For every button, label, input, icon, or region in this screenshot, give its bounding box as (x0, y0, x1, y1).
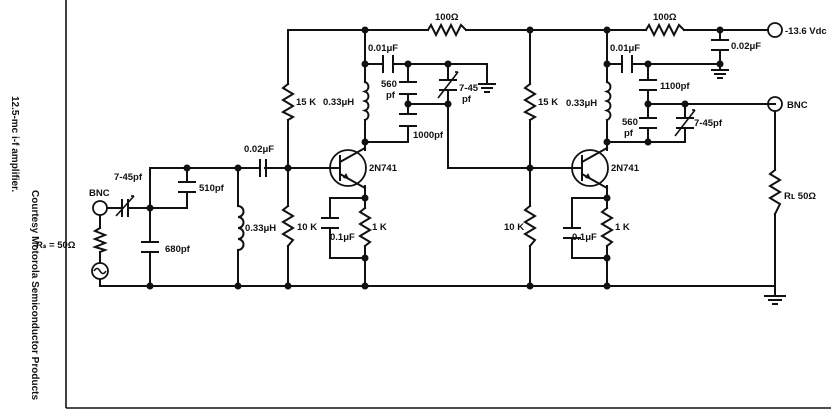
resistor-1k-1-icon (358, 206, 372, 248)
resistor-10k-2-icon (523, 204, 537, 248)
capacitor-560pf-1-icon (399, 81, 417, 95)
wiring (99, 29, 776, 297)
signal-source-icon (91, 262, 109, 280)
load-resistor-icon (768, 168, 782, 216)
ground-2-icon (711, 69, 729, 79)
figure-caption: 12.5-mc i-f amplifier. (9, 96, 20, 192)
label-input-inductor: 0.33μH (245, 223, 276, 234)
capacitor-680pf-icon (141, 241, 159, 253)
label-15k-2: 15 K (538, 97, 558, 108)
label-1100pf: 1100pf (660, 81, 690, 92)
input-trimmer-capacitor-icon (115, 195, 135, 217)
label-10k-2: 10 K (504, 222, 524, 233)
label-bnc-out: BNC (787, 100, 808, 111)
bnc-input-connector (92, 200, 108, 216)
label-supply-cap: 0.02μF (731, 41, 761, 52)
transistor-q1-icon (329, 146, 367, 190)
bnc-output-connector (767, 96, 783, 112)
input-inductor-icon (236, 204, 245, 252)
bypass-capacitor-1-icon (382, 55, 394, 73)
label-560-2a: 560 (622, 117, 638, 128)
label-1k-2: 1 K (615, 222, 630, 233)
label-coupling-cap: 0.02μF (244, 144, 274, 155)
transistor-q2-icon (571, 146, 609, 190)
emitter-capacitor-2-icon (563, 227, 581, 239)
label-collector-inductor-1: 0.33μH (323, 97, 354, 108)
rs-resistor-icon (91, 226, 109, 254)
label-rs: Rₛ = 50Ω (36, 240, 76, 251)
label-100-ohm-2: 100Ω (653, 12, 677, 23)
label-trimmer-1a: 7-45 (459, 83, 479, 94)
junction-dots (146, 26, 724, 290)
label-15k-1: 15 K (296, 97, 316, 108)
label-collector-inductor-2: 0.33μH (566, 98, 597, 109)
label-560-2b: pf (624, 128, 634, 139)
label-bypass-cap-2: 0.01μF (610, 43, 640, 54)
collector-inductor-1-icon (361, 80, 370, 122)
label-680pf: 680pf (165, 244, 191, 255)
label-trimmer-1b: pf (462, 94, 472, 105)
label-trimmer-2: 7-45pf (694, 118, 723, 129)
supply-terminal (767, 22, 783, 38)
capacitor-1100pf-icon (639, 79, 657, 91)
label-1k-1: 1 K (372, 222, 387, 233)
capacitor-1000pf-icon (399, 113, 417, 127)
label-q2: 2N741 (611, 163, 640, 174)
resistor-15k-2-icon (522, 82, 538, 122)
label-1000pf: 1000pf (413, 130, 444, 141)
resistor-1k-2-icon (600, 206, 614, 248)
label-emitter-cap-1: 0.1μF (330, 232, 355, 243)
label-510pf: 510pf (199, 183, 225, 194)
label-bnc-in: BNC (89, 188, 110, 199)
resistor-100-ohm-2-icon (644, 22, 686, 38)
label-supply: -13.6 Vdc (785, 26, 827, 37)
main-ground-icon (764, 295, 786, 305)
label-560-1a: 560 (381, 79, 397, 90)
trimmer-capacitor-2-icon (674, 109, 696, 137)
resistor-100-ohm-1-icon (426, 22, 468, 38)
resistor-10k-1-icon (281, 204, 295, 248)
label-q1: 2N741 (369, 163, 398, 174)
bypass-capacitor-2-icon (621, 55, 633, 73)
label-10k-1: 10 K (297, 222, 317, 233)
label-emitter-cap-2: 0.1μF (572, 232, 597, 243)
label-load: Rʟ 50Ω (784, 191, 816, 202)
resistor-15k-1-icon (280, 82, 296, 122)
label-100-ohm-1: 100Ω (435, 12, 459, 23)
capacitor-510pf-icon (178, 181, 196, 193)
label-560-1b: pf (386, 90, 396, 101)
figure-credit: Courtesy Motorola Semiconductor Products (29, 190, 40, 400)
supply-capacitor-icon (711, 39, 729, 51)
capacitor-560pf-2-icon (639, 117, 657, 129)
emitter-capacitor-1-icon (321, 217, 339, 229)
ground-1-icon (478, 83, 496, 93)
page-frame (65, 0, 831, 409)
label-trimmer-in: 7-45pf (114, 172, 143, 183)
label-bypass-cap-1: 0.01μF (368, 43, 398, 54)
trimmer-capacitor-1-icon (437, 71, 459, 99)
collector-inductor-2-icon (603, 80, 612, 122)
